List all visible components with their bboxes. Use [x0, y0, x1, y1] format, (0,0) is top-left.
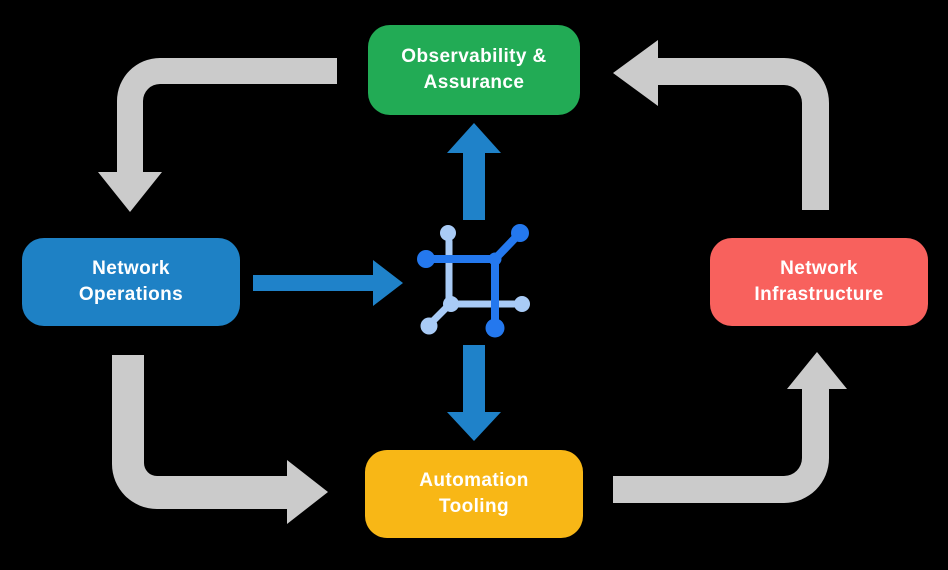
node-infrastructure-label: Network Infrastructure — [754, 257, 884, 305]
arrow-center-to-observability — [447, 123, 501, 220]
node-observability-assurance: Observability & Assurance — [368, 25, 580, 115]
node-network-operations: Network Operations — [22, 238, 240, 326]
arrow-observability-to-operations — [98, 58, 337, 212]
node-operations-label: Network Operations — [78, 257, 184, 305]
arrow-center-to-automation — [447, 345, 501, 441]
network-fabric-icon-light-part — [420, 225, 530, 335]
network-fabric-icon-dark-part — [417, 224, 529, 338]
network-fabric-icon — [417, 224, 530, 338]
node-automation-label: Automation Tooling — [419, 469, 529, 517]
arrow-operations-to-center — [253, 260, 403, 306]
node-network-infrastructure: Network Infrastructure — [710, 238, 928, 326]
arrow-automation-to-infrastructure — [613, 352, 847, 503]
arrow-infrastructure-to-observability — [613, 40, 829, 210]
node-observability-label: Observability & Assurance — [401, 45, 547, 93]
arrow-operations-to-automation — [112, 355, 328, 524]
node-automation-tooling: Automation Tooling — [365, 450, 583, 538]
